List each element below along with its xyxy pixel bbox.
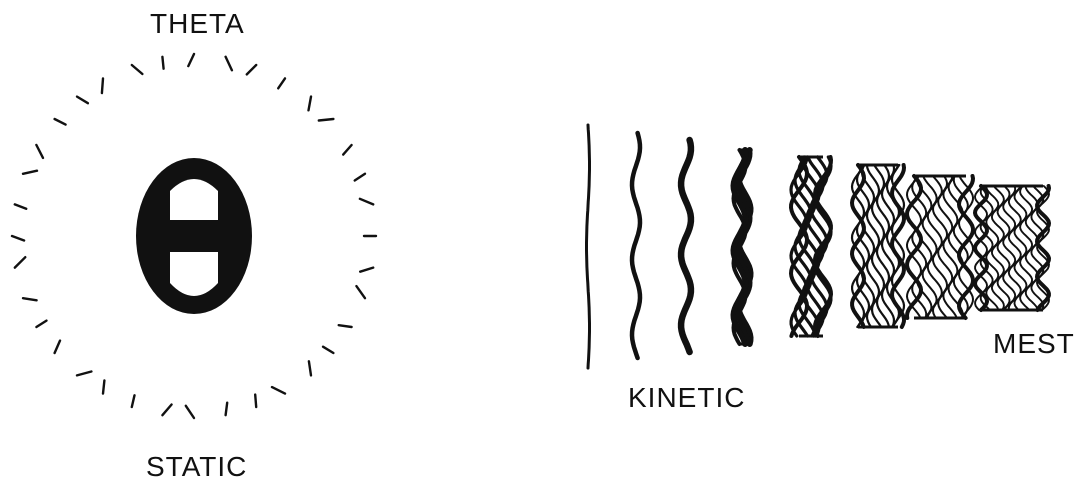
ring-tick	[103, 381, 104, 394]
ring-tick	[278, 78, 285, 88]
wave-line	[632, 133, 640, 358]
ring-tick	[343, 145, 351, 155]
ring-tick	[36, 145, 43, 158]
ring-tick	[339, 325, 352, 327]
ring-tick	[55, 119, 66, 125]
ring-tick	[255, 395, 256, 407]
ring-tick	[247, 65, 256, 74]
wave-line	[852, 165, 904, 327]
wave-strand	[938, 176, 952, 318]
ring-tick	[355, 174, 365, 181]
wave-line	[587, 125, 590, 368]
ring-tick	[77, 372, 91, 376]
ring-tick	[319, 119, 334, 121]
ring-tick	[188, 54, 194, 66]
ring-tick	[15, 204, 26, 208]
ring-tick	[15, 257, 25, 267]
wave-line	[681, 140, 691, 352]
ring-tick	[186, 406, 194, 418]
wave-line	[734, 150, 751, 344]
ring-tick	[36, 321, 46, 327]
wave-strand	[681, 140, 691, 352]
ring-tick	[55, 341, 60, 353]
ring-tick	[309, 97, 312, 111]
wave-line	[975, 186, 1049, 310]
ring-tick	[360, 268, 373, 272]
wave-strand	[943, 176, 957, 318]
ring-tick	[77, 97, 88, 104]
ring-tick	[226, 57, 232, 71]
ring-tick	[23, 171, 37, 174]
wave-strand	[587, 125, 590, 368]
ring-tick	[162, 405, 171, 416]
ring-tick	[102, 78, 103, 93]
ring-tick	[356, 286, 365, 298]
kinetic-to-mest-waves	[587, 125, 1050, 368]
wave-line	[791, 157, 831, 336]
ring-tick	[132, 65, 143, 74]
wave-strand	[632, 133, 640, 358]
ring-tick	[132, 395, 135, 407]
wave-line	[907, 176, 973, 318]
ring-tick	[309, 361, 311, 375]
ring-tick	[360, 199, 373, 205]
theta-symbol	[136, 158, 252, 314]
ring-tick	[23, 298, 37, 300]
ring-tick	[272, 387, 285, 394]
ring-tick	[162, 57, 163, 69]
ring-tick	[12, 236, 24, 241]
ring-tick	[226, 403, 228, 416]
ring-tick	[323, 347, 333, 353]
wave-strand	[923, 176, 937, 318]
